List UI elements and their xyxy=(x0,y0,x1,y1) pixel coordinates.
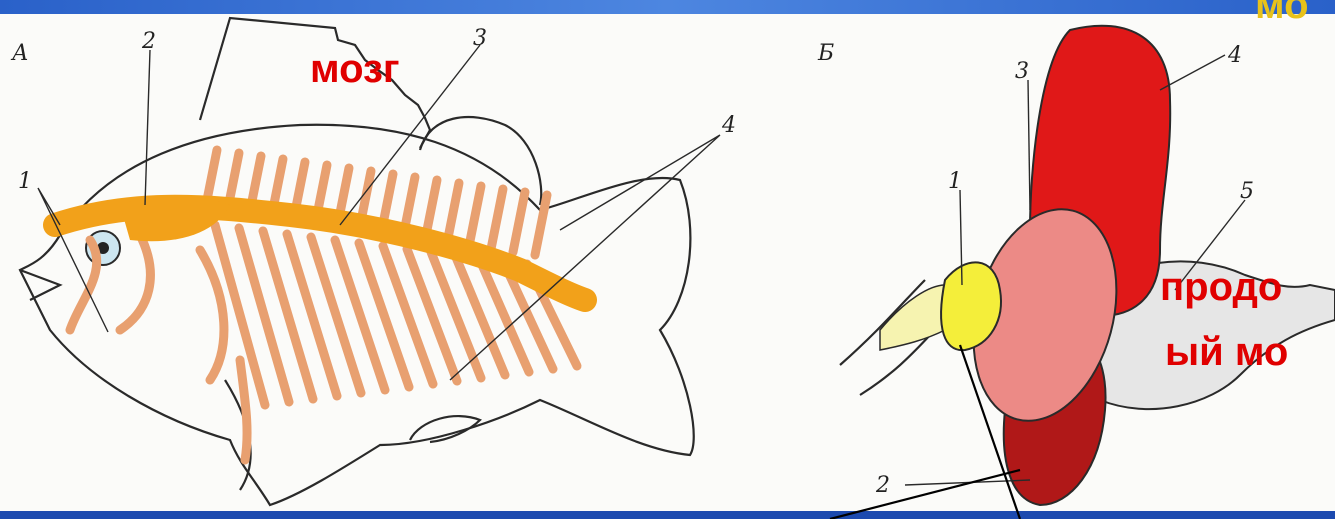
dorsal-nerve xyxy=(469,186,481,246)
dorsal-nerve xyxy=(491,189,503,249)
brain-number-1: 1 xyxy=(948,169,962,194)
ventral-nerve xyxy=(407,249,457,381)
ventral-nerve xyxy=(263,231,313,399)
cranial-nerve xyxy=(120,235,150,330)
brain-number-3: 3 xyxy=(1015,59,1029,84)
leader-2 xyxy=(145,50,150,205)
pointer-line-b xyxy=(830,470,1020,519)
medulla-label-line1: продо xyxy=(1160,265,1282,309)
panel-letter-a: А xyxy=(10,41,29,66)
ventral-nerve xyxy=(383,246,433,384)
ventral-nerve xyxy=(287,234,337,396)
ventral-nerve xyxy=(335,240,385,390)
brain-number-2: 2 xyxy=(875,473,890,498)
fish-mouth xyxy=(20,270,60,300)
cranial-nerve xyxy=(70,240,97,330)
medulla-label-line2: ый мо xyxy=(1165,330,1288,374)
brain-number-5: 5 xyxy=(1240,179,1254,204)
ventral-nerve xyxy=(359,243,409,387)
dorsal-nerve xyxy=(513,192,525,252)
brain-label: мозг xyxy=(310,47,400,91)
dorsal-nerve xyxy=(535,195,547,255)
fish-number-3: 3 xyxy=(473,26,487,51)
brain-figure: Б 1 2 3 4 xyxy=(817,0,1335,519)
brain-number-4: 4 xyxy=(1227,43,1242,68)
brain-leader-3 xyxy=(1028,80,1030,210)
ventral-nerve xyxy=(311,237,361,393)
fish-number-2: 2 xyxy=(141,29,156,54)
panel-letter-b: Б xyxy=(817,41,834,66)
fish-figure: 1 2 3 4 А мозг xyxy=(10,18,736,505)
fish-number-4: 4 xyxy=(721,113,736,138)
brain-leader-4 xyxy=(1160,55,1225,90)
top-right-partial-label: мо xyxy=(1255,0,1309,27)
fish-number-1: 1 xyxy=(18,169,32,194)
cranial-nerve xyxy=(200,250,224,380)
anal-fin xyxy=(410,416,480,442)
